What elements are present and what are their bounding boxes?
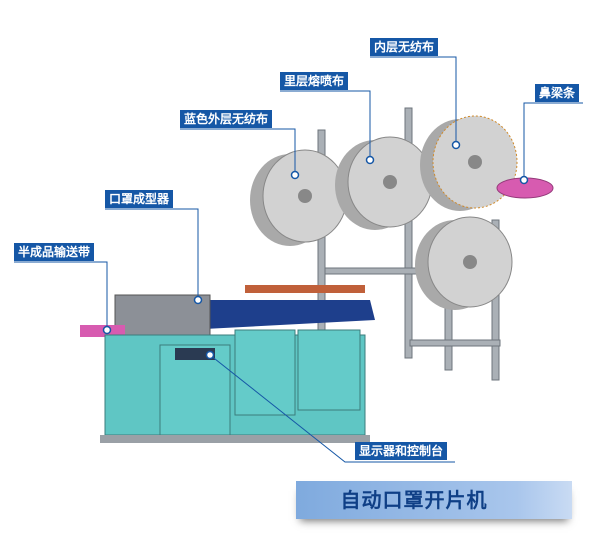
table-top	[185, 300, 375, 330]
label-meltblown: 里层熔喷布	[280, 72, 349, 90]
roll-meltblown	[335, 136, 433, 230]
roll-lower	[415, 216, 513, 310]
page-title: 自动口罩开片机	[340, 488, 488, 512]
title-banner: 自动口罩开片机	[296, 481, 572, 519]
cabinet	[100, 329, 370, 443]
label-mask-former: 口罩成型器	[105, 190, 174, 208]
label-outer-nonwoven: 蓝色外层无纺布	[180, 110, 273, 128]
mask-former	[114, 294, 211, 341]
label-display-console: 显示器和控制台	[355, 442, 448, 460]
roll-outer-nonwoven	[250, 149, 348, 246]
roll-inner-nonwoven	[420, 115, 518, 211]
label-inner-nonwoven: 内层无纺布	[370, 38, 439, 56]
label-nose-wire: 鼻梁条	[535, 84, 580, 102]
label-conveyor: 半成品输送带	[14, 243, 95, 261]
